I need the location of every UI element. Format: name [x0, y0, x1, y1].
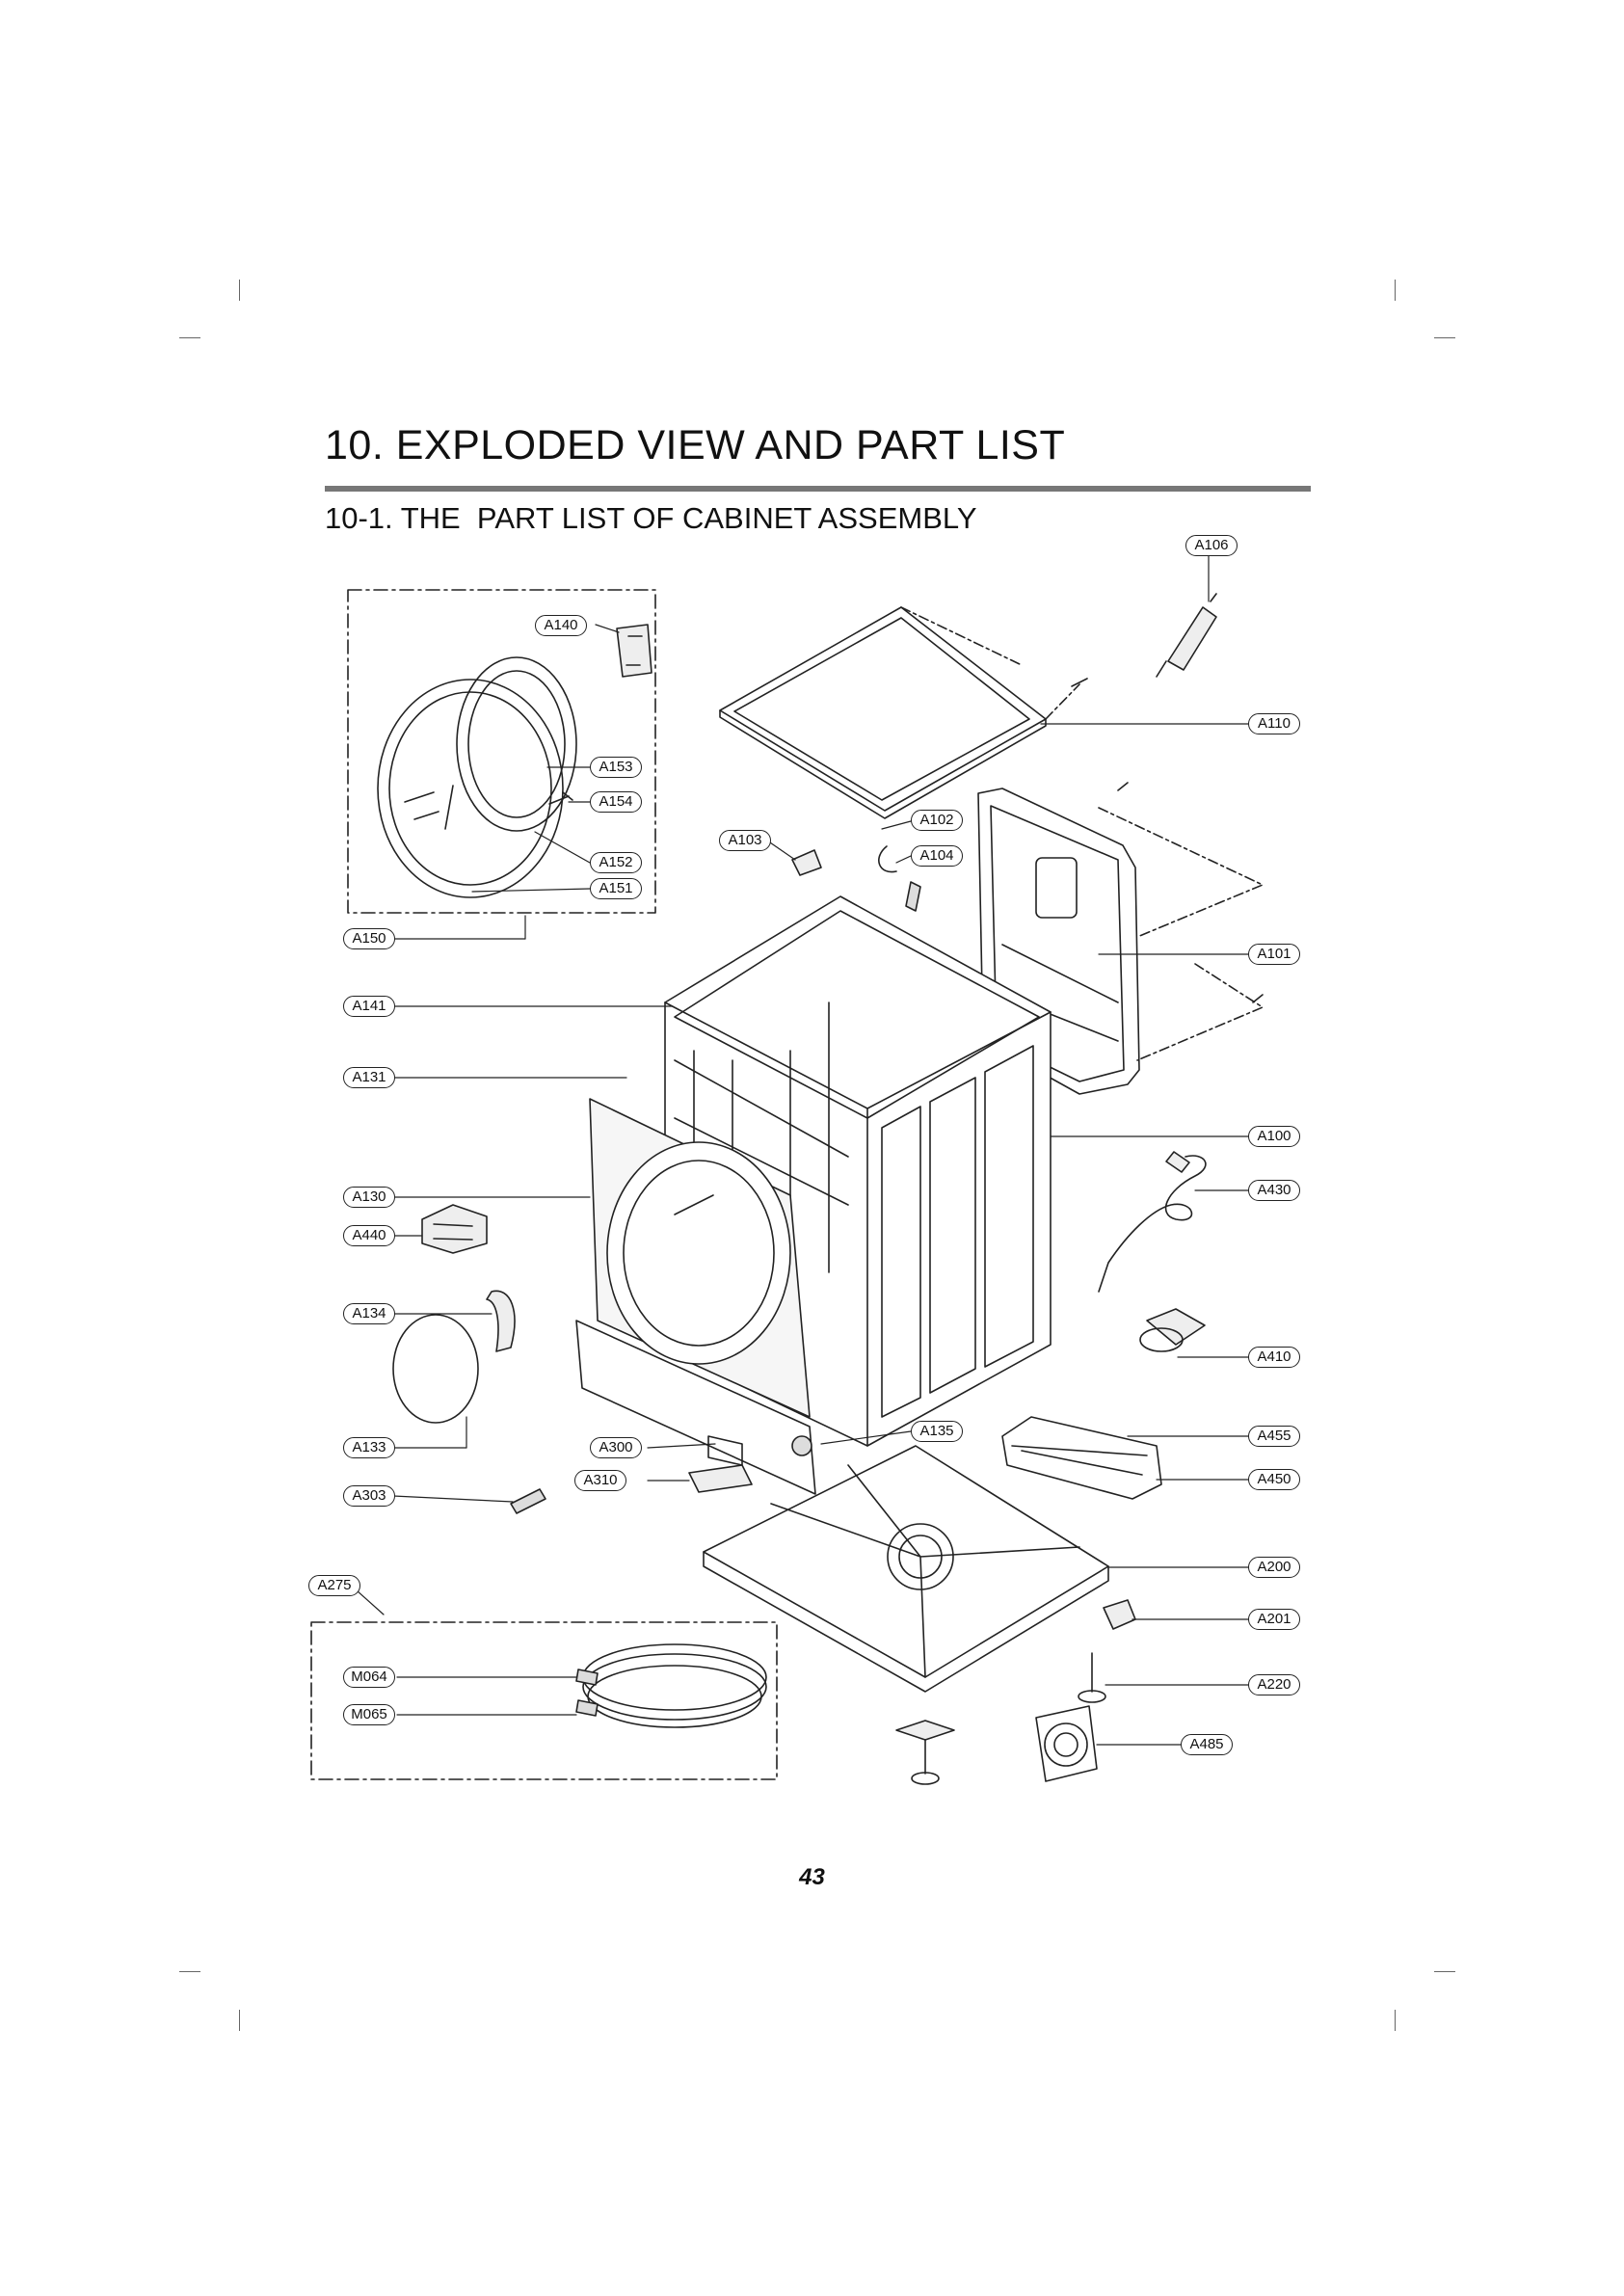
door-assembly [377, 624, 652, 898]
title-rule [325, 486, 1311, 492]
callout-a430: A430 [1248, 1180, 1300, 1201]
callout-m064: M064 [343, 1667, 395, 1688]
callout-a200: A200 [1248, 1557, 1300, 1578]
callout-a303: A303 [343, 1485, 395, 1507]
crop-mark [179, 1971, 200, 1972]
callout-a455: A455 [1248, 1426, 1300, 1447]
small-brackets [791, 845, 921, 912]
spring [510, 1488, 546, 1514]
section-title: 10-1. THE PART LIST OF CABINET ASSEMBLY [325, 501, 977, 535]
callout-a135: A135 [911, 1421, 963, 1442]
callout-m065: M065 [343, 1704, 395, 1725]
hoses [575, 1643, 767, 1728]
top-screw [1071, 678, 1088, 687]
callout-a103: A103 [719, 830, 771, 851]
door-assembly-group [347, 589, 656, 914]
callout-a150: A150 [343, 928, 395, 949]
base-cover [575, 1320, 816, 1495]
top-plate-guide [900, 606, 1080, 720]
callout-a310: A310 [574, 1470, 626, 1491]
crop-mark [239, 280, 240, 301]
callout-a106: A106 [1185, 535, 1238, 556]
page-title: 10. EXPLODED VIEW AND PART LIST [325, 422, 1066, 468]
front-panel [589, 1098, 811, 1418]
callout-a102: A102 [911, 810, 963, 831]
callout-a141: A141 [343, 996, 395, 1017]
top-plate [719, 606, 1047, 819]
leader-lines [356, 555, 1249, 1746]
callout-a154: A154 [590, 791, 642, 813]
a106-part [1156, 593, 1217, 678]
rear-screws [1117, 782, 1264, 1003]
a201-part [1103, 1599, 1136, 1630]
power-cord [1098, 1151, 1207, 1293]
crop-mark [1434, 1971, 1455, 1972]
pcb-assembly [1001, 1416, 1162, 1500]
callout-a110: A110 [1248, 713, 1300, 734]
leveling-foot [1078, 1652, 1106, 1703]
rear-panel-guide [1098, 807, 1264, 1061]
callout-a133: A133 [343, 1437, 395, 1458]
callout-a151: A151 [590, 878, 642, 899]
handle [486, 1290, 516, 1352]
gasket-ring [392, 1314, 479, 1424]
a485-part [1035, 1705, 1098, 1782]
callout-a485: A485 [1181, 1734, 1233, 1755]
callout-a201: A201 [1248, 1609, 1300, 1630]
callout-a101: A101 [1248, 944, 1300, 965]
callout-a410: A410 [1248, 1347, 1300, 1368]
callout-a152: A152 [590, 852, 642, 873]
cap [791, 1435, 812, 1456]
callout-a134: A134 [343, 1303, 395, 1324]
callout-a275: A275 [308, 1575, 360, 1596]
callout-a100: A100 [1248, 1126, 1300, 1147]
crop-mark [1434, 337, 1455, 338]
callout-a130: A130 [343, 1187, 395, 1208]
callout-a440: A440 [343, 1225, 395, 1246]
bottom-foot [895, 1720, 955, 1785]
hose-group [310, 1621, 778, 1780]
door-lock [421, 1204, 488, 1254]
page-number: 43 [799, 1864, 825, 1890]
callout-a220: A220 [1248, 1674, 1300, 1695]
callout-a450: A450 [1248, 1469, 1300, 1490]
callout-a140: A140 [535, 615, 587, 636]
callout-a153: A153 [590, 757, 642, 778]
callout-a131: A131 [343, 1067, 395, 1088]
base-frame [703, 1445, 1109, 1693]
a410-part [1139, 1308, 1206, 1352]
crop-mark [179, 337, 200, 338]
callout-a300: A300 [590, 1437, 642, 1458]
callout-a104: A104 [911, 845, 963, 867]
crop-mark [1395, 280, 1396, 301]
crop-mark [1395, 2010, 1396, 2031]
crop-mark [239, 2010, 240, 2031]
